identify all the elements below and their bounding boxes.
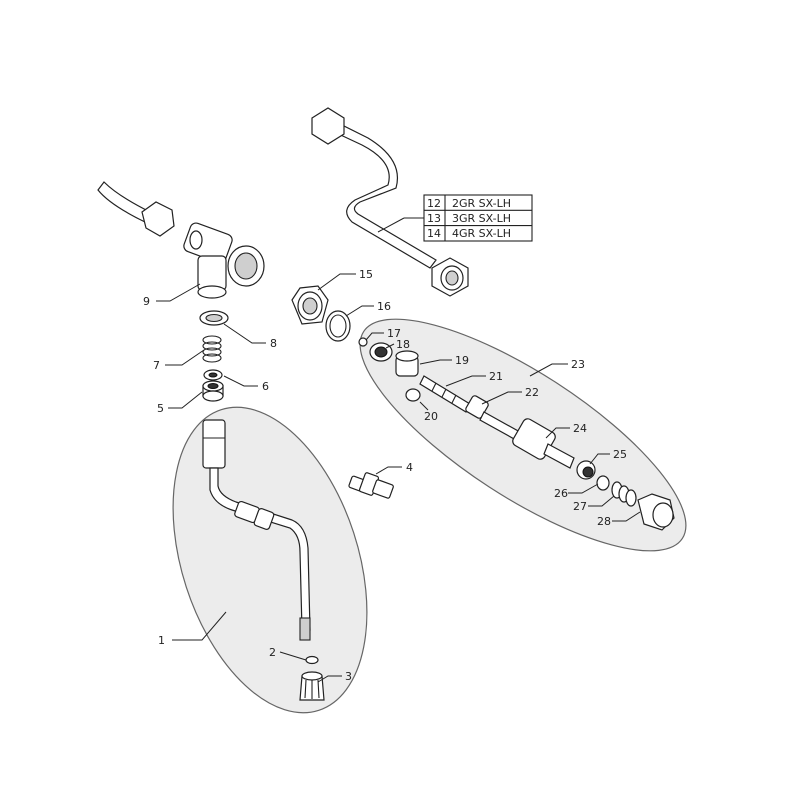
- valve-body-part-23: [512, 418, 575, 469]
- callout-label: 5: [157, 402, 164, 415]
- callout-label: 6: [262, 380, 269, 393]
- callout-label: 24: [573, 422, 587, 435]
- o-ring-part-2: [305, 655, 319, 665]
- table-row-num: 13: [427, 212, 441, 225]
- o-ring-part-20: [405, 388, 421, 402]
- table-row-desc: 4GR SX-LH: [452, 227, 511, 240]
- pipe-assembly-12-14: [311, 107, 469, 297]
- fitting-part-4: [348, 472, 394, 499]
- washer-part-8-bore: [205, 313, 223, 323]
- callout-labels: 1 2 3 4 5 6 7 8 9 15 16 17 18 19 20 21 2…: [143, 268, 627, 683]
- spring-part-7: [202, 335, 222, 363]
- hex-nut-part-15: [291, 285, 329, 325]
- callout-label: 4: [406, 461, 413, 474]
- cap-part-18: [369, 342, 393, 362]
- callout-label: 21: [489, 370, 503, 383]
- callout-label: 3: [345, 670, 352, 683]
- group-outline-part-1: [172, 406, 368, 714]
- gasket-part-16-inner: [329, 314, 347, 338]
- callout-label: 28: [597, 515, 611, 528]
- cap-nut-part-27: [637, 493, 675, 531]
- callout-label: 20: [424, 410, 438, 423]
- tip-part-3: [299, 671, 325, 701]
- callout-label: 16: [377, 300, 391, 313]
- table-row-desc: 2GR SX-LH: [452, 197, 511, 210]
- seal-part-24: [576, 460, 596, 480]
- ball-part-17: [358, 337, 368, 347]
- callout-label: 2: [269, 646, 276, 659]
- callout-label: 1: [158, 634, 165, 647]
- callout-label: 18: [396, 338, 410, 351]
- table-row-desc: 3GR SX-LH: [452, 212, 511, 225]
- callout-label: 23: [571, 358, 585, 371]
- callout-label: 17: [387, 327, 401, 340]
- steam-wand-part-1: [202, 419, 311, 641]
- variant-table: 12 2GR SX-LH 13 3GR SX-LH 14 4GR SX-LH: [377, 194, 533, 242]
- callout-label: 26: [554, 487, 568, 500]
- table-row-num: 12: [427, 197, 441, 210]
- ring-part-25: [596, 475, 610, 491]
- callout-label: 27: [573, 500, 587, 513]
- callout-label: 19: [455, 354, 469, 367]
- table-row-num: 14: [427, 227, 441, 240]
- ring-part-6-bore: [208, 372, 218, 378]
- nut-part-5: [202, 380, 224, 402]
- tee-fitting-part-9: [97, 181, 265, 299]
- rings-part-26: [611, 481, 637, 507]
- sleeve-part-19: [395, 350, 419, 377]
- spindle-part-21: [419, 375, 471, 413]
- callout-label: 22: [525, 386, 539, 399]
- callout-label: 7: [153, 359, 160, 372]
- leader-lines: [156, 273, 641, 683]
- callout-label: 25: [613, 448, 627, 461]
- callout-label: 15: [359, 268, 373, 281]
- callout-label: 9: [143, 295, 150, 308]
- callout-label: 8: [270, 337, 277, 350]
